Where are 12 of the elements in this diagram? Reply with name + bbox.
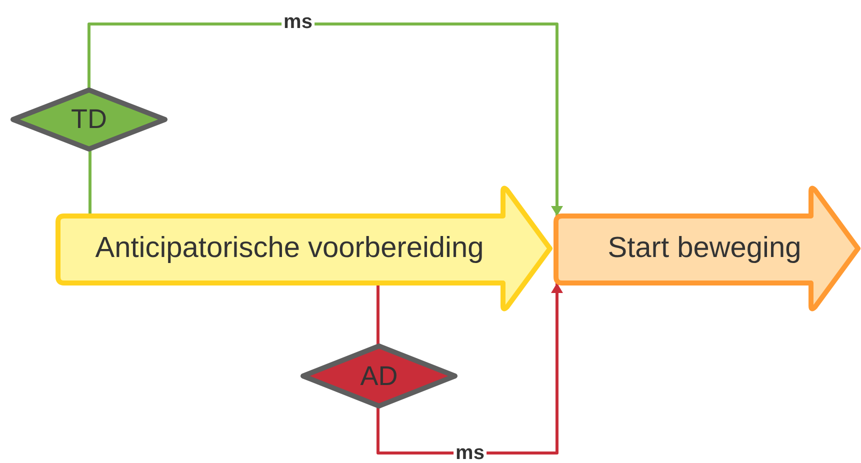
node-label: Start beweging xyxy=(608,230,802,266)
process-arrow-shape xyxy=(552,185,861,312)
node-label: TD xyxy=(71,103,107,136)
connector-line xyxy=(376,283,380,345)
process-arrow-shape xyxy=(54,185,553,312)
decision-diamond xyxy=(300,343,458,409)
node-label: AD xyxy=(360,360,398,393)
connector-line xyxy=(88,22,563,216)
connector-line xyxy=(376,283,563,454)
decision-diamond xyxy=(10,87,168,152)
connector-line xyxy=(88,150,92,216)
node-label: Anticipatorische voorbereiding xyxy=(95,230,484,266)
